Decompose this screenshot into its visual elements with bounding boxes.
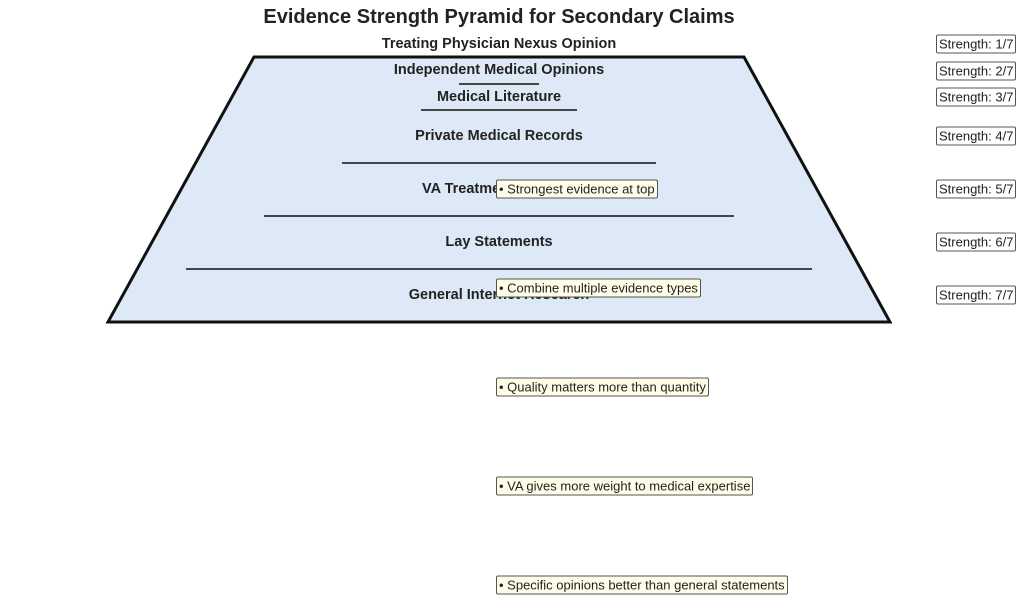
note-box: • Combine multiple evidence types — [496, 278, 701, 298]
strength-badge: Strength: 5/7 — [936, 179, 1017, 199]
level-label: Treating Physician Nexus Opinion — [381, 36, 617, 52]
level-label: Medical Literature — [436, 89, 562, 105]
strength-badge: Strength: 4/7 — [936, 126, 1017, 146]
level-label: Private Medical Records — [415, 128, 583, 144]
level-label: Independent Medical Opinions — [393, 62, 605, 78]
strength-badge: Strength: 6/7 — [936, 232, 1017, 252]
strength-badge: Strength: 3/7 — [936, 87, 1017, 107]
note-box: • VA gives more weight to medical expert… — [496, 476, 754, 496]
strength-badge: Strength: 1/7 — [936, 34, 1017, 54]
note-box: • Strongest evidence at top — [496, 179, 658, 199]
level-label: Lay Statements — [445, 234, 553, 250]
note-box: • Specific opinions better than general … — [496, 575, 788, 595]
diagram-title: Evidence Strength Pyramid for Secondary … — [263, 6, 735, 28]
strength-badge: Strength: 7/7 — [936, 285, 1017, 305]
note-box: • Quality matters more than quantity — [496, 377, 709, 397]
strength-badge: Strength: 2/7 — [936, 61, 1017, 81]
